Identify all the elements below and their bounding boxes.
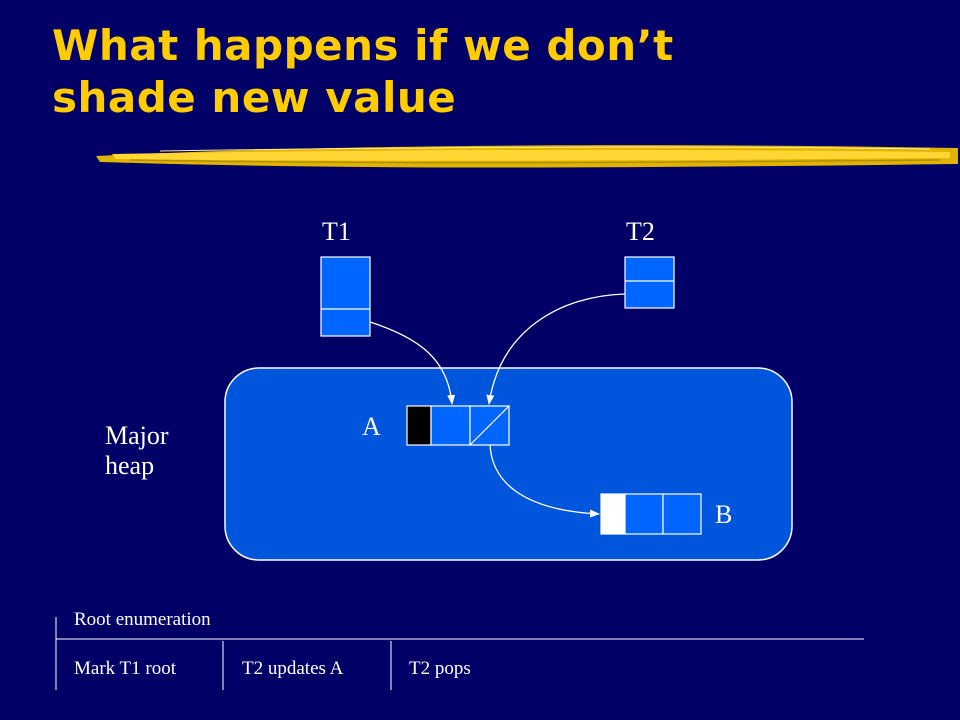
object-a-field-1: [430, 405, 471, 446]
title-line-2: shade new value: [52, 73, 457, 122]
arrow-t2-to-a: [486, 293, 626, 405]
slide-title: What happens if we don’t shade new value: [52, 20, 932, 124]
timeline-axis: [55, 617, 864, 690]
timeline-step-mark-t1-root: Mark T1 root: [74, 658, 177, 679]
major-heap-label: Major heap: [105, 421, 169, 481]
timeline-root-enumeration: Root enumeration: [74, 609, 211, 630]
object-a-label: A: [362, 412, 381, 441]
object-a-header-black: [406, 405, 432, 446]
arrow-a-to-b: [489, 444, 600, 518]
t1-label: T1: [322, 217, 351, 246]
arrow-t1-to-a: [369, 321, 456, 405]
object-b: [600, 493, 702, 535]
timeline-step-t2-updates-a: T2 updates A: [242, 658, 344, 679]
t2-stack: [624, 256, 675, 309]
title-line-1: What happens if we don’t: [52, 21, 674, 70]
major-heap-label-line-2: heap: [105, 451, 155, 480]
t2-label: T2: [626, 217, 655, 246]
major-heap-region: [224, 367, 793, 561]
object-b-header-white: [600, 493, 626, 535]
t1-stack: [320, 256, 371, 337]
title-brush-underline: [96, 145, 958, 168]
object-a: [406, 405, 510, 446]
object-b-field-2: [662, 493, 702, 535]
object-b-label: B: [715, 500, 733, 529]
major-heap-label-line-1: Major: [105, 421, 169, 450]
timeline-step-t2-pops: T2 pops: [409, 658, 471, 679]
object-b-field-1: [624, 493, 664, 535]
